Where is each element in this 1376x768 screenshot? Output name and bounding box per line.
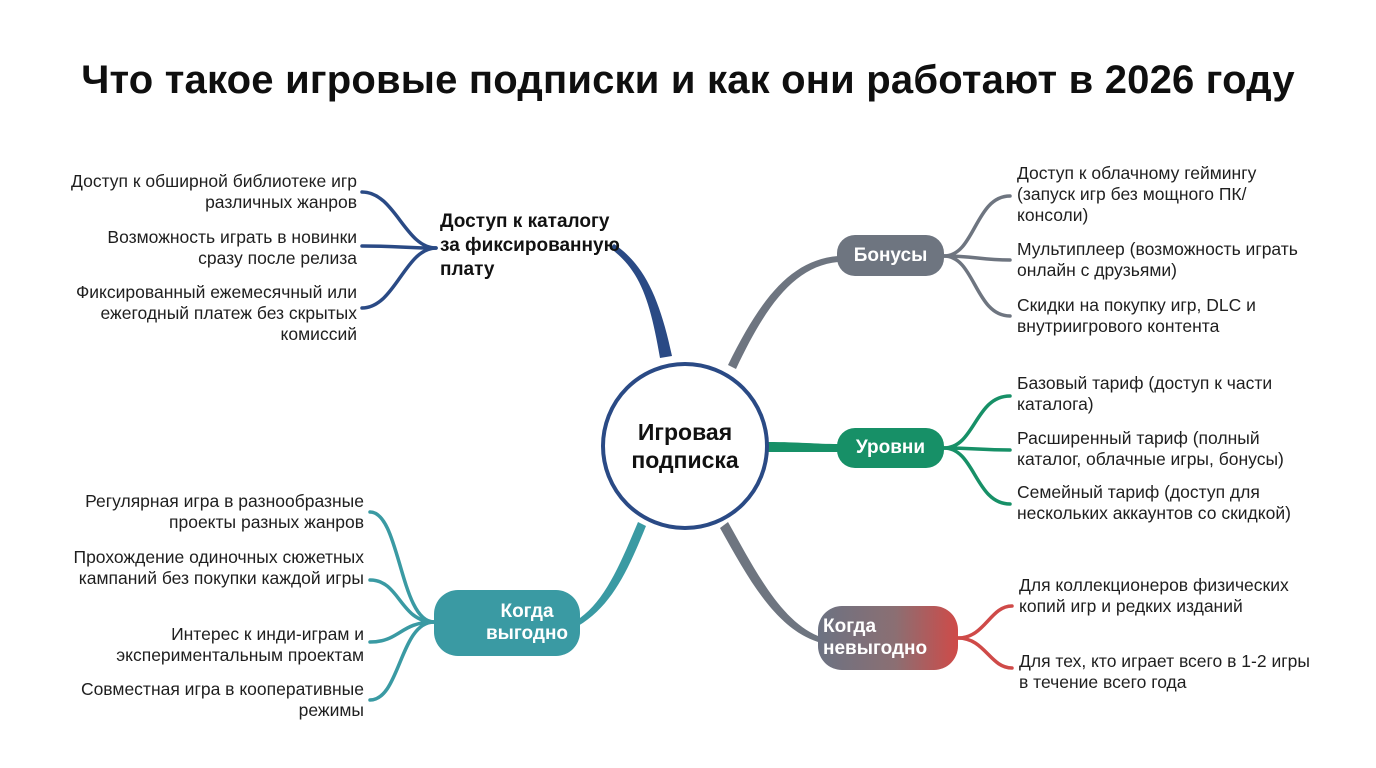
central-node-label: Игровая подписка [631, 419, 739, 473]
branch-label-when-good: Когда выгодно [485, 601, 569, 644]
catalog-item-2: Возможность играть в новинки сразу после… [107, 227, 357, 268]
branch-node-levels: Уровни [837, 428, 944, 468]
branch-node-when-bad: Когда невыгодно [818, 606, 958, 670]
central-node: Игровая подписка [601, 362, 769, 530]
connector-center-when-good [578, 522, 646, 626]
branch-label-when-bad: Когда невыгодно [823, 616, 928, 659]
branch-label-catalog: Доступ к каталогу за фиксированную плату [440, 211, 620, 280]
connector-center-levels [768, 442, 838, 452]
when-good-item-3: Интерес к инди-играм и экспериментальным… [116, 624, 364, 665]
connector-catalog-items [360, 190, 438, 310]
bonuses-item-2: Мультиплеер (возможность играть онлайн с… [1017, 239, 1298, 280]
bonuses-item-3: Скидки на покупку игр, DLC и внутриигров… [1017, 295, 1256, 336]
connector-when-good-items [368, 510, 436, 702]
catalog-item-3: Фиксированный ежемесячный или ежегодный … [75, 282, 357, 344]
connector-when-bad-items [956, 604, 1014, 670]
when-good-item-4: Совместная игра в кооперативные режимы [80, 679, 364, 720]
branch-node-when-good: Когда выгодно [434, 590, 580, 656]
catalog-item-1: Доступ к обширной библиотеке игр различн… [71, 171, 357, 212]
when-bad-item-2: Для тех, кто играет всего в 1-2 игры в т… [1019, 651, 1310, 692]
connector-levels-items [942, 394, 1012, 506]
levels-item-2: Расширенный тариф (полный каталог, облач… [1017, 428, 1284, 469]
levels-item-1: Базовый тариф (доступ к части каталога) [1017, 373, 1273, 414]
branch-label-levels: Уровни [855, 437, 926, 458]
diagram-title: Что такое игровые подписки и как они раб… [81, 58, 1295, 102]
connector-center-catalog [610, 244, 672, 358]
when-bad-item-1: Для коллекционеров физических копий игр … [1019, 575, 1289, 616]
when-good-item-1: Регулярная игра в разнообразные проекты … [85, 491, 364, 532]
connector-bonuses-items [942, 194, 1012, 318]
branch-node-bonuses: Бонусы [837, 235, 944, 276]
connector-center-bonuses [728, 256, 838, 369]
levels-item-3: Семейный тариф (доступ для нескольких ак… [1017, 482, 1291, 523]
bonuses-item-1: Доступ к облачному геймингу (запуск игр … [1017, 163, 1257, 225]
branch-label-bonuses: Бонусы [853, 244, 928, 266]
when-good-item-2: Прохождение одиночных сюжетных кампаний … [73, 547, 365, 588]
connector-center-when-bad [720, 522, 818, 642]
